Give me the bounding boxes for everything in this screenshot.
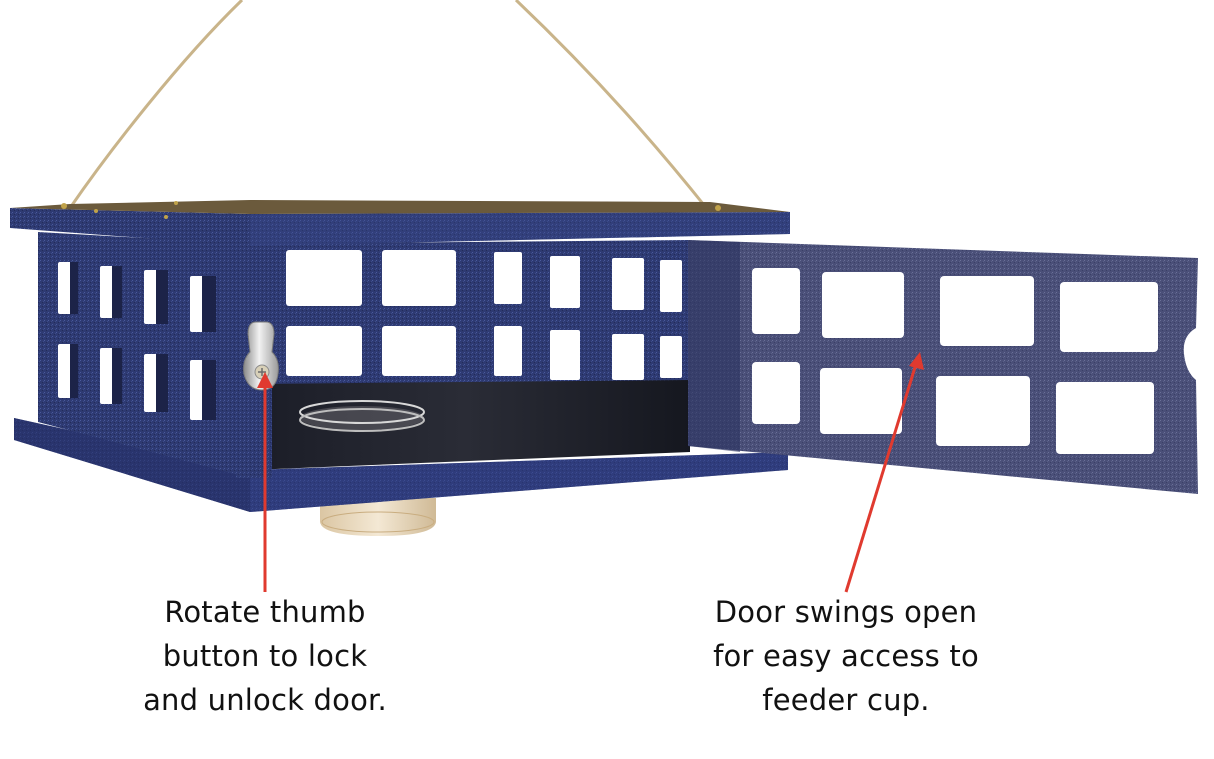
base-tray (14, 418, 788, 512)
open-door (688, 240, 1198, 494)
caption-line: button to lock (162, 639, 368, 673)
thumb-button-latch (243, 321, 279, 391)
hanging-cable (68, 0, 710, 211)
caption-line: Door swings open (714, 595, 978, 629)
caption-line: for easy access to (713, 639, 979, 673)
back-wall (250, 240, 690, 384)
screw-icon (94, 209, 98, 213)
caption-line: and unlock door. (143, 683, 387, 717)
caption-line: Rotate thumb (164, 595, 366, 629)
latch-caption: Rotate thumb button to lock and unlock d… (105, 590, 425, 722)
arrow-to-door (844, 352, 924, 593)
caption-line: feeder cup. (762, 683, 930, 717)
feeder-floor (240, 370, 690, 470)
screw-icon (164, 215, 168, 219)
left-side-wall (38, 232, 250, 478)
glass-dish (299, 400, 425, 432)
arrow-to-latch (257, 372, 273, 592)
door-caption: Door swings open for easy access to feed… (676, 590, 1016, 722)
feeder-cup-bottom (320, 498, 436, 536)
screw-icon (174, 201, 178, 205)
roof (10, 200, 790, 246)
screw-icon (715, 205, 721, 211)
screw-icon (61, 203, 67, 209)
